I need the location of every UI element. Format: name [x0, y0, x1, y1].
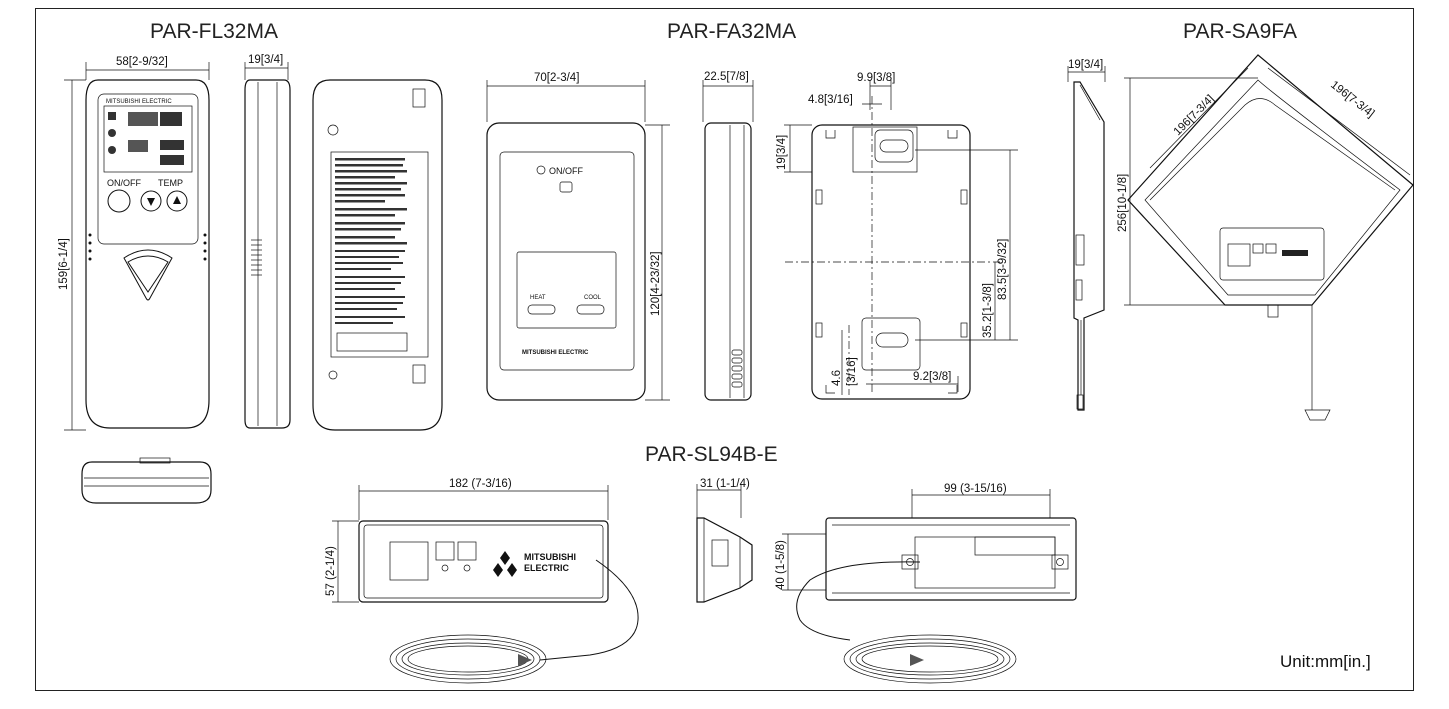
fa32-back-view: 9.9[3/8] 4.8[3/16] 19[3/4] 83.5[3-9/32] … — [776, 72, 1018, 400]
fl32-back-view — [312, 79, 443, 431]
sa-height-dim: 256[10-1/8] — [1117, 174, 1129, 232]
fa-b1-dim: 9.9[3/8] — [857, 72, 895, 84]
fa32-front-view: 70[2-3/4] 120[4-23/32] ON/OFF HEAT COOL … — [486, 72, 670, 401]
sl-depth-dim: 31 (1-1/4) — [700, 478, 750, 490]
sl-back-w-dim: 99 (3-15/16) — [944, 483, 1007, 495]
fa-depth-dim: 22.5[7/8] — [704, 71, 749, 83]
sl-brand-2: ELECTRIC — [524, 563, 570, 573]
fa-b6-dim: 4.6 — [831, 370, 843, 386]
fa-b2-dim: 4.8[3/16] — [808, 94, 853, 106]
sl-back-h-dim: 40 (1-5/8) — [775, 540, 787, 590]
unit-label: Unit:mm[in.] — [1280, 652, 1371, 671]
fa-heat-label: HEAT — [530, 295, 546, 301]
fa-b3-dim: 19[3/4] — [776, 135, 788, 170]
fl32-side-view: 19[3/4] — [244, 54, 291, 429]
sa-side2-dim: 196[7-3/4] — [1328, 79, 1376, 120]
sl-width-dim: 182 (7-3/16) — [449, 478, 512, 490]
sl94-side-view: 31 (1-1/4) — [696, 478, 753, 603]
fa-onoff-label: ON/OFF — [549, 166, 583, 176]
title-par-sl94b-e: PAR-SL94B-E — [645, 443, 778, 466]
fa32-side-view: 22.5[7/8] — [702, 71, 754, 401]
sl94-back-view: 99 (3-15/16) 40 (1-5/8) — [775, 483, 1077, 684]
fa-b5-dim: 35.2[1-3/8] — [982, 283, 994, 338]
title-par-fa32ma: PAR-FA32MA — [667, 20, 796, 43]
fl32-top-view — [81, 457, 212, 504]
sl94-front-view: 182 (7-3/16) 57 (2-1/4) MITSUBISHI ELECT… — [325, 478, 639, 684]
fl-depth-dim: 19[3/4] — [248, 54, 283, 66]
sl-height-dim: 57 (2-1/4) — [325, 546, 337, 596]
fl-brand: MITSUBISHI ELECTRIC — [106, 99, 172, 105]
fl-onoff-label: ON/OFF — [107, 178, 141, 188]
fa-cool-label: COOL — [584, 295, 602, 301]
fl-width-dim: 58[2-9/32] — [116, 56, 168, 68]
fa-b6b-dim: [3/16] — [846, 357, 858, 386]
fl-height-dim: 159[6-1/4] — [58, 238, 70, 290]
drawing-frame — [35, 8, 1414, 691]
fa-brand: MITSUBISHI ELECTRIC — [522, 350, 589, 356]
sa-depth-dim: 19[3/4] — [1068, 59, 1103, 71]
title-par-sa9fa: PAR-SA9FA — [1183, 20, 1297, 43]
sa9-front-view: 256[10-1/8] 196[7-3/4] 196[7-3/4] — [1117, 54, 1414, 421]
fa-height-dim: 120[4-23/32] — [650, 251, 662, 316]
sa9-side-view: 19[3/4] — [1067, 59, 1106, 411]
fl-temp-label: TEMP — [158, 178, 183, 188]
sl-brand-1: MITSUBISHI — [524, 552, 576, 562]
title-par-fl32ma: PAR-FL32MA — [150, 20, 278, 43]
fa-width-dim: 70[2-3/4] — [534, 72, 579, 84]
fl32-front-view: 58[2-9/32] 159[6-1/4] MITSUBISHI ELECTRI… — [58, 56, 210, 431]
fa-b4-dim: 83.5[3-9/32] — [997, 239, 1009, 300]
fa-b7-dim: 9.2[3/8] — [913, 371, 951, 383]
